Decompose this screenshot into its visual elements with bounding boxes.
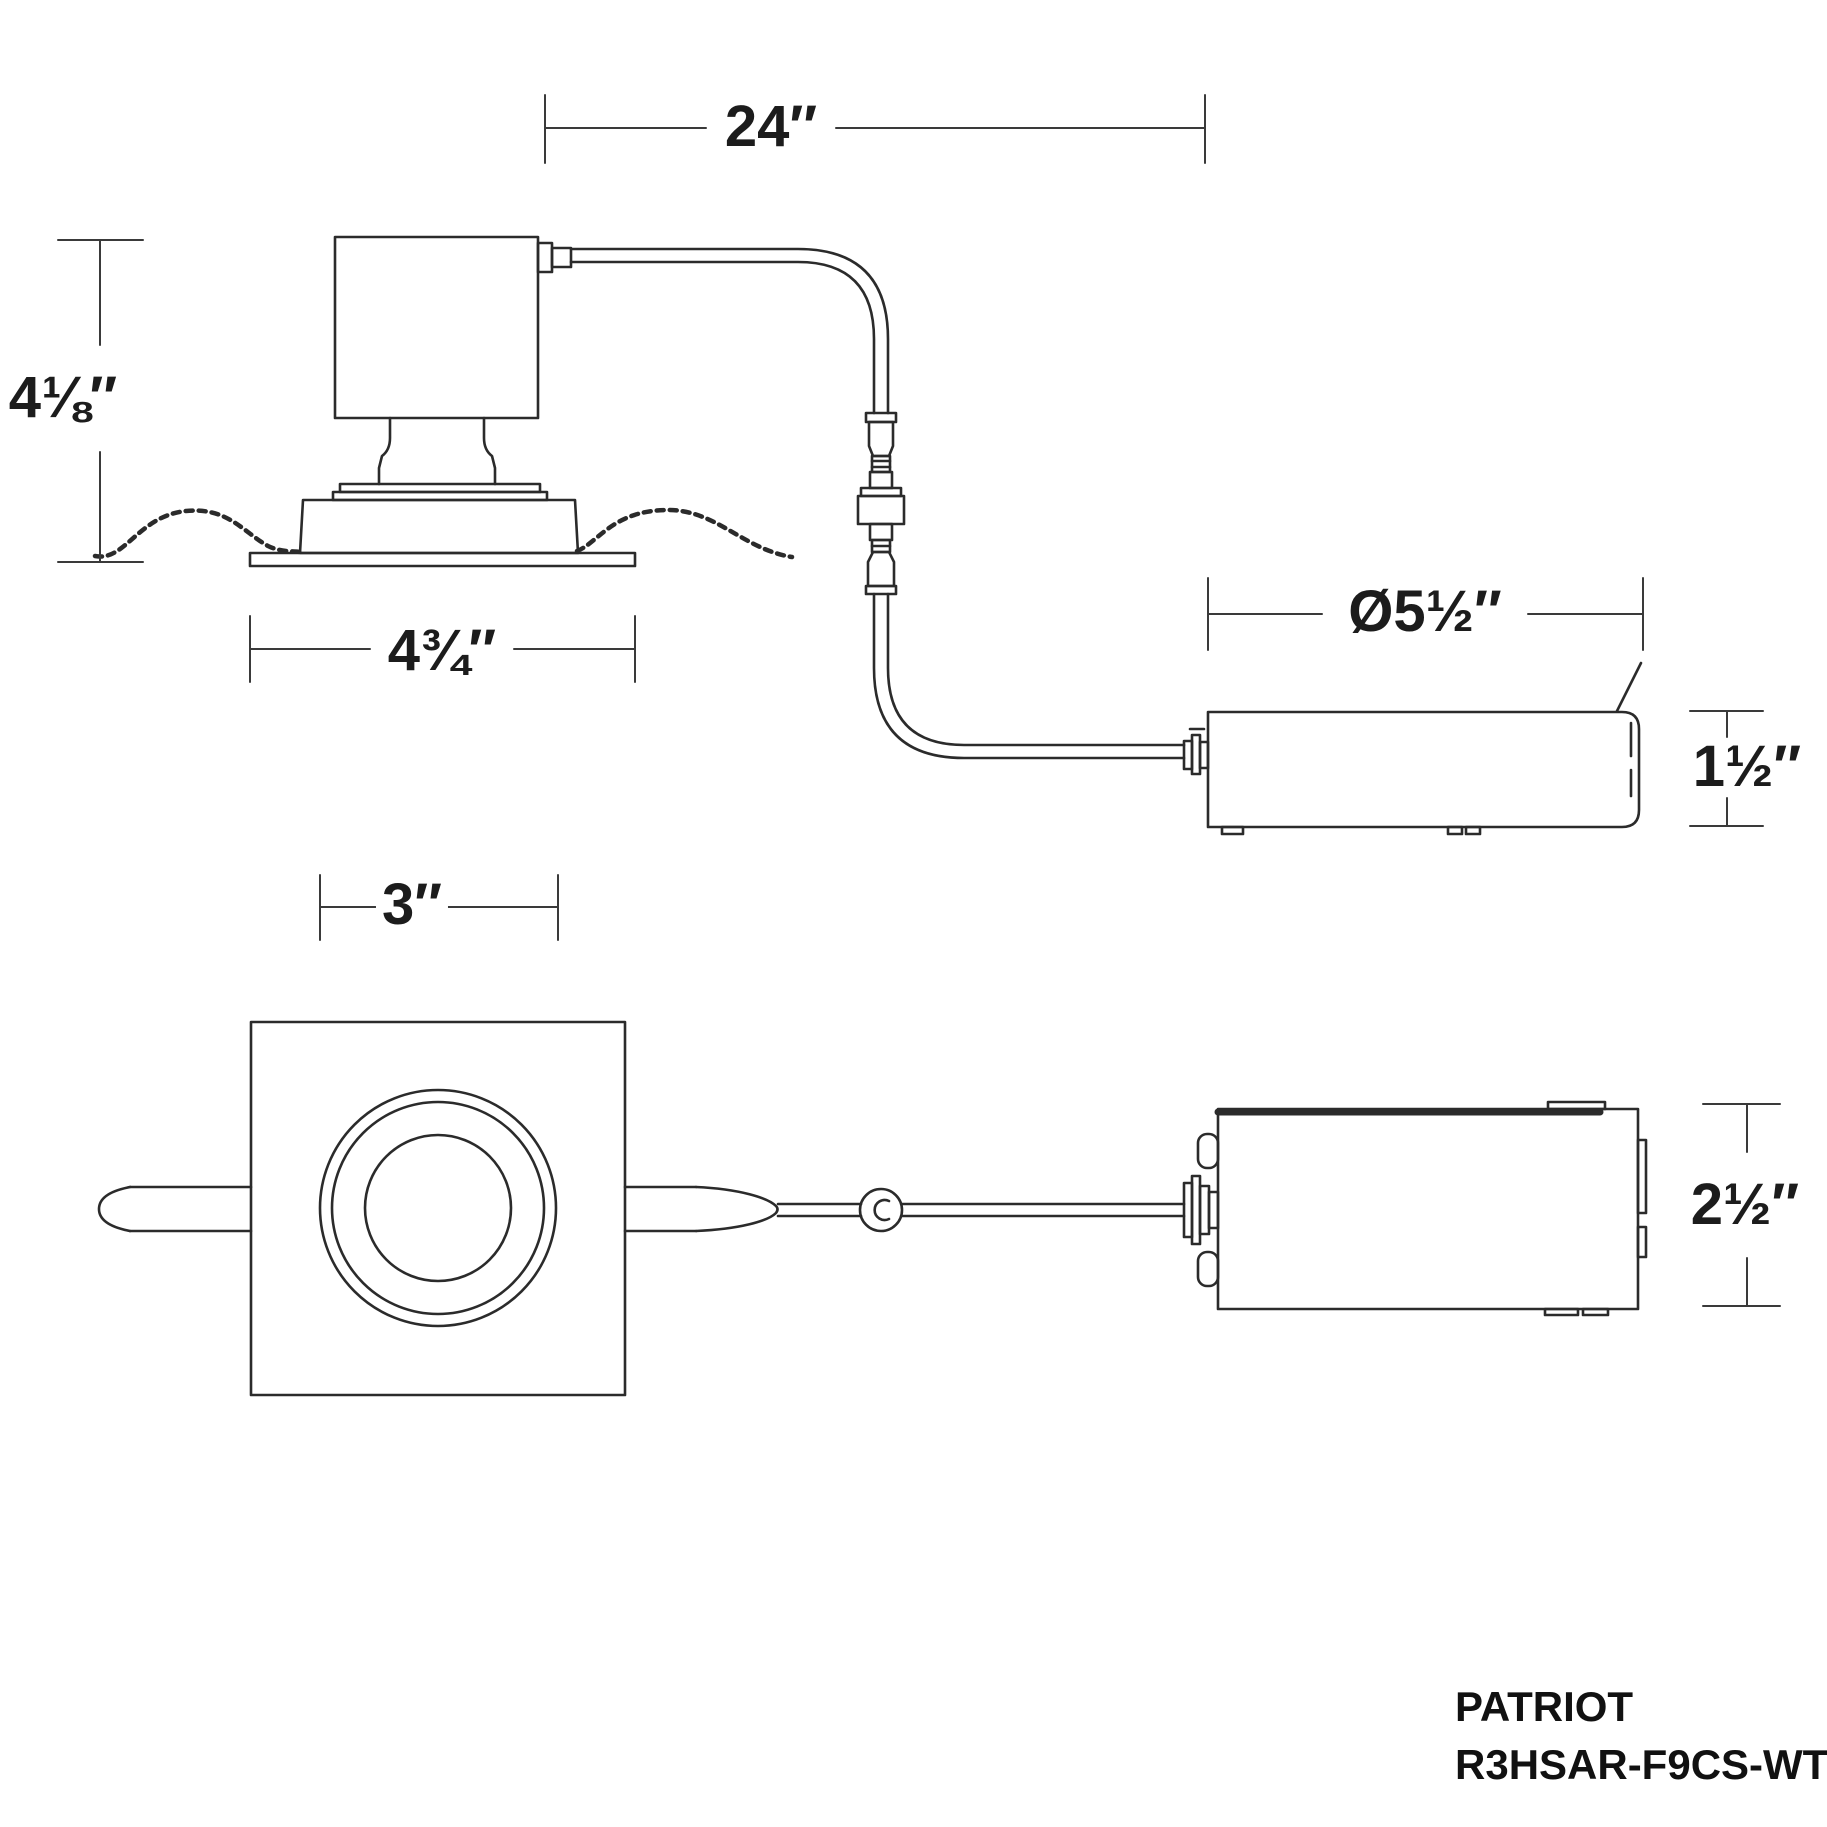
cable-fitting-outer bbox=[536, 241, 554, 274]
spring-arm-right bbox=[623, 1185, 698, 1233]
housing-side-view bbox=[92, 235, 1643, 836]
dimension-lines bbox=[57, 94, 1781, 1307]
wire-grommet-hook bbox=[873, 1198, 891, 1222]
dim-driver-diameter-lines bbox=[1207, 577, 1644, 651]
dim-driver-height-side-label: 1½″ bbox=[1686, 738, 1808, 796]
dim-driver-height-top-lines bbox=[1702, 1103, 1781, 1307]
driver-leader-line bbox=[1615, 661, 1643, 713]
driver-connector-top bbox=[1182, 1174, 1220, 1246]
dim-trim-flange-label: 4¾″ bbox=[381, 622, 503, 680]
driver-foot-left bbox=[1220, 825, 1245, 836]
dim-driver-diameter-label: Ø5½″ bbox=[1342, 583, 1508, 641]
driver-bottom-mark-b bbox=[1581, 1307, 1610, 1317]
dim-driver-height-side-lines bbox=[1689, 710, 1764, 827]
driver-connector-side bbox=[1182, 727, 1210, 776]
square-trim-plate bbox=[249, 1020, 627, 1397]
dim-driver-height-top-label: 2½″ bbox=[1684, 1176, 1806, 1234]
product-label: PATRIOT R3HSAR-F9CS-WT bbox=[1455, 1678, 1827, 1794]
dim-trim-face-label: 3″ bbox=[375, 876, 449, 934]
retention-spring-right bbox=[574, 507, 795, 560]
cable-upper-inner bbox=[569, 260, 876, 415]
spring-arm-right-tip bbox=[694, 1185, 779, 1233]
dim-housing-height-lines bbox=[57, 239, 144, 563]
cable-upper-outer bbox=[569, 247, 890, 415]
retention-spring-left bbox=[92, 508, 304, 559]
product-name: PATRIOT bbox=[1455, 1683, 1634, 1730]
lead-wire-a bbox=[776, 1202, 863, 1218]
dim-trim-flange-lines bbox=[249, 615, 636, 683]
driver-box-side bbox=[1206, 710, 1641, 829]
dim-trim-face-lines bbox=[319, 874, 559, 941]
driver-foot-right-b bbox=[1464, 825, 1482, 836]
spring-arm-left-tip bbox=[97, 1185, 132, 1233]
driver-clip-lower bbox=[1636, 1225, 1648, 1259]
trim-flange-plate bbox=[248, 551, 637, 568]
product-model: R3HSAR-F9CS-WT bbox=[1455, 1740, 1827, 1788]
trim-ring-outer bbox=[318, 1088, 558, 1328]
cable-lower-outer bbox=[872, 592, 1186, 760]
trim-body bbox=[298, 498, 580, 555]
dim-cable-length-label: 24″ bbox=[718, 98, 824, 156]
wire-grommet bbox=[858, 1187, 904, 1233]
cable-fitting-inner bbox=[550, 246, 573, 269]
driver-bottom-mark-a bbox=[1543, 1307, 1580, 1317]
driver-tab-lower bbox=[1196, 1250, 1220, 1288]
driver-tab-upper bbox=[1196, 1132, 1220, 1170]
trim-aperture bbox=[363, 1133, 513, 1283]
quick-connect-plug bbox=[856, 411, 906, 596]
lead-wire-b bbox=[900, 1202, 1186, 1218]
trim-neck-left bbox=[377, 416, 392, 486]
driver-foot-right-a bbox=[1446, 825, 1464, 836]
trim-neck-right bbox=[482, 416, 497, 486]
dim-cable-length-lines bbox=[544, 94, 1206, 164]
spring-arm-left bbox=[128, 1185, 253, 1233]
trim-ring-middle bbox=[330, 1100, 546, 1316]
driver-clip-upper bbox=[1636, 1138, 1648, 1215]
dim-housing-height-label: 4⅛″ bbox=[6, 365, 120, 430]
cable-lower-inner bbox=[886, 592, 1186, 747]
housing-can bbox=[333, 235, 540, 420]
driver-box-top-step bbox=[1546, 1100, 1607, 1111]
driver-box-top bbox=[1216, 1107, 1640, 1311]
trim-bottom-view bbox=[97, 1020, 1648, 1397]
